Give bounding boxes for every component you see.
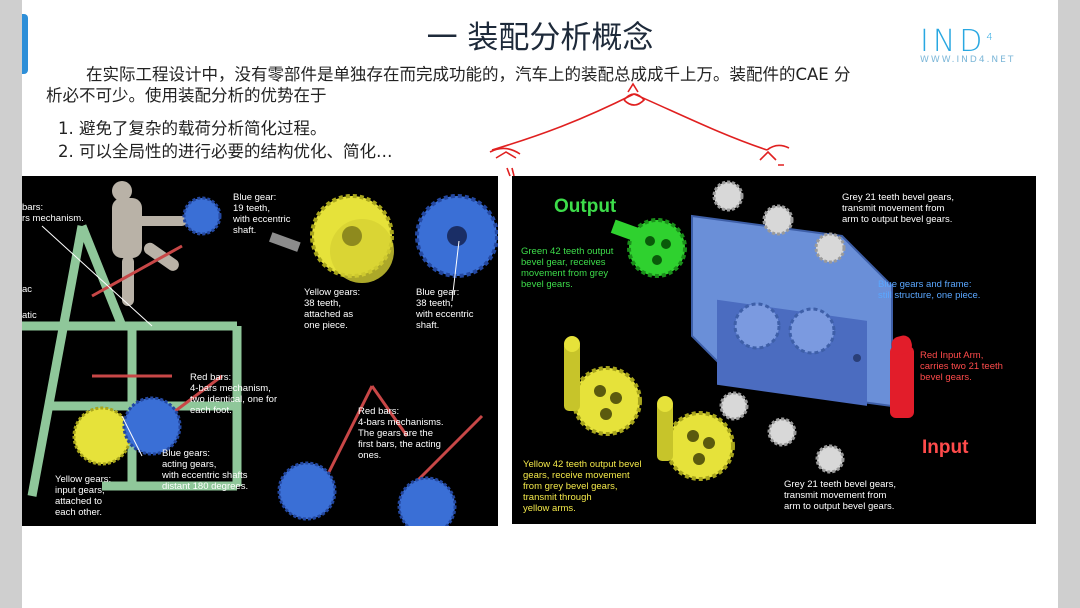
label-left-edge-a: ac — [22, 284, 33, 295]
right-gearbox-drawing — [564, 180, 914, 481]
red-input-arm — [890, 335, 914, 418]
gears-left — [72, 194, 498, 526]
label-yellow-gears: Yellow 42 teeth output bevel gears, rece… — [523, 459, 642, 514]
red-annotation-ink — [489, 82, 790, 177]
tab-marker-icon — [22, 14, 28, 74]
slide-title: 一 装配分析概念 — [426, 20, 654, 56]
right-gearbox-image: Output Input Grey 21 teeth bevel gears, … — [512, 176, 1036, 524]
label-red-arm: Red Input Arm, carries two 21 teeth beve… — [920, 350, 1003, 383]
logo-icon: IND4 WWW.IND4.NET — [920, 24, 1030, 68]
green-gear — [610, 218, 687, 278]
left-margin — [0, 0, 22, 608]
paragraph-line-1: 在实际工程设计中，没有零部件是单独存在而完成功能的，汽车上的装配总成成千上万。装… — [86, 65, 851, 84]
yellow-output-gears — [564, 336, 735, 481]
blue-frame — [691, 214, 893, 408]
label-yellow-gears-input: Yellow gears: input gears, attached to e… — [55, 474, 112, 518]
output-label: Output — [554, 196, 617, 217]
list-item: 1. 避免了复杂的载荷分析简化过程。 — [58, 119, 327, 138]
label-left-edge-b: atic — [22, 310, 37, 321]
label-blue-gear-38: Blue gear: 38 teeth, with eccentric shaf… — [416, 287, 474, 331]
label-blue-gear-19: Blue gear: 19 teeth, with eccentric shaf… — [233, 192, 291, 236]
left-mechanism-image: bars: rs mechanism. Blue gear: 19 teeth,… — [22, 176, 498, 526]
grey-bevel-gears — [712, 180, 846, 474]
input-label: Input — [922, 437, 969, 458]
list-item: 2. 可以全局性的进行必要的结构优化、简化… — [58, 142, 393, 161]
label-green-gear: Green 42 teeth output bevel gear, receiv… — [521, 246, 614, 290]
label-blue-gears-acting: Blue gears: acting gears, with eccentric… — [162, 448, 249, 492]
right-margin — [1058, 0, 1080, 608]
slide: 一 装配分析概念 IND4 WWW.IND4.NET 在实际工程设计中，没有零部… — [22, 0, 1058, 608]
left-mechanism-drawing — [22, 181, 498, 526]
label-grey-bottom: Grey 21 teeth bevel gears, transmit move… — [784, 479, 896, 512]
leader-lines — [41, 225, 460, 457]
logo-superscript: 4 — [986, 32, 997, 43]
label-red-bars-1: Red bars: 4-bars mechanism, two identica… — [190, 372, 278, 416]
figure-model — [112, 181, 187, 306]
paragraph-line-2: 析必不可少。使用装配分析的优势在于 — [46, 86, 327, 105]
logo-subtext: WWW.IND4.NET — [920, 55, 1016, 65]
label-blue-frame: Blue gears and frame: still structure, o… — [878, 279, 981, 301]
label-grey-top: Grey 21 teeth bevel gears, transmit move… — [842, 192, 954, 225]
label-bars-partial: bars: rs mechanism. — [22, 202, 84, 224]
intro-paragraph: 在实际工程设计中，没有零部件是单独存在而完成功能的，汽车上的装配总成成千上万。装… — [46, 64, 1032, 106]
logo-text: IND — [920, 24, 987, 59]
green-frame — [22, 224, 242, 497]
label-yellow-gears-38: Yellow gears: 38 teeth, attached as one … — [304, 287, 361, 331]
label-red-bars-2: Red bars: 4-bars mechanisms. The gears a… — [358, 406, 444, 461]
